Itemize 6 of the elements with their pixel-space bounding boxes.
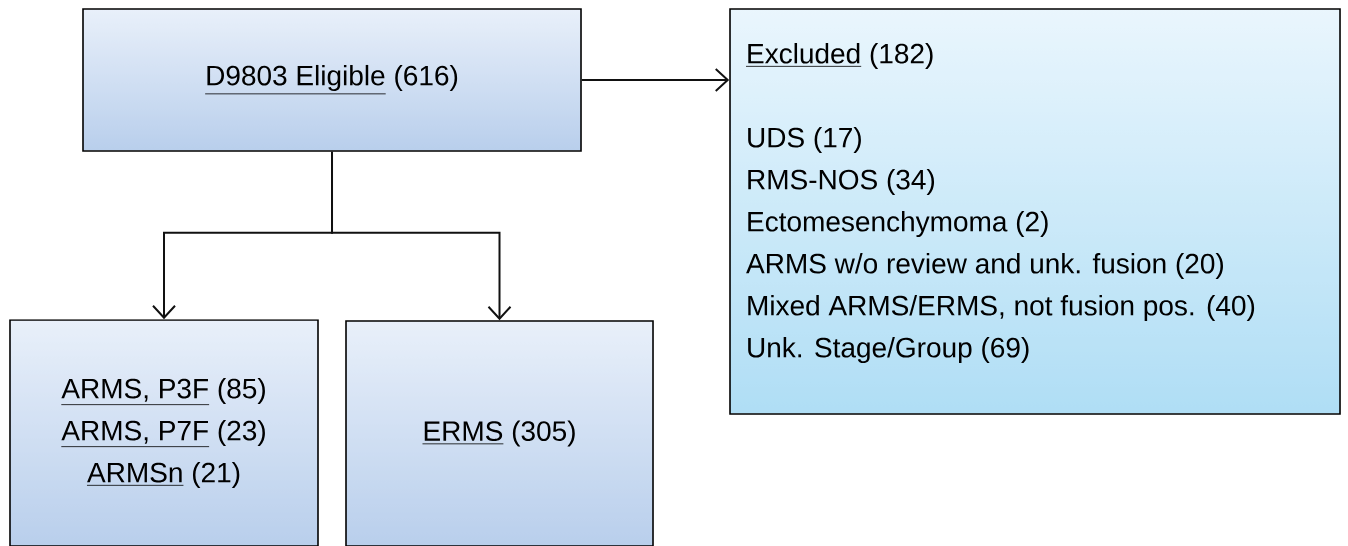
process-box: ARMS, P3F (85) ARMS, P7F (23) ARMSn (21)	[9, 319, 319, 546]
arrow	[580, 68, 730, 92]
process-box: D9803 Eligible (616)	[82, 8, 582, 152]
process-box: ERMS (305)	[345, 320, 654, 546]
exclusion-box: Excluded (182) UDS (17) RMS-NOS (34) Ectomesenchymoma (2) ARMS w/o review and unk. fusion (20) Mixed ARMS/ERMS, not fusion pos. (40) Unk. Stage/Group (69)	[729, 8, 1341, 415]
arrow	[331, 150, 512, 321]
